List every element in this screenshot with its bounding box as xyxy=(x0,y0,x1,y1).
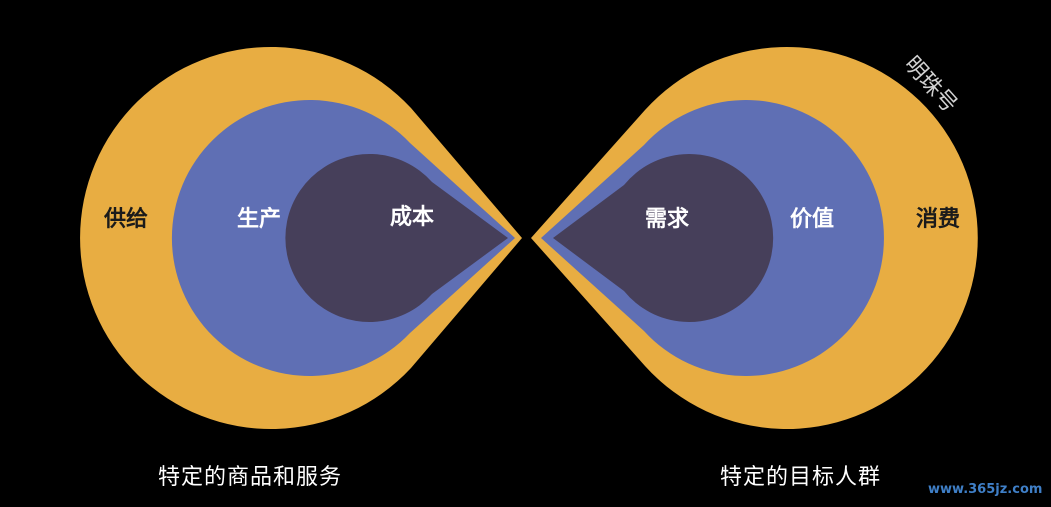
right-inner-demand-shape xyxy=(553,154,774,323)
caption-target-audience: 特定的目标人群 xyxy=(720,465,882,490)
left-inner-cost-shape xyxy=(285,154,508,322)
label-value: 价值 xyxy=(790,206,834,232)
right-teardrop-group: 需求 价值 消费 xyxy=(531,47,978,430)
left-teardrop-group: 供给 生产 成本 xyxy=(80,46,522,430)
label-production: 生产 xyxy=(237,207,281,232)
label-supply: 供给 xyxy=(103,206,148,232)
label-cost: 成本 xyxy=(390,205,434,230)
label-demand: 需求 xyxy=(645,207,689,232)
label-consumption: 消费 xyxy=(916,207,960,232)
site-watermark: www.365jz.com xyxy=(928,482,1043,497)
caption-goods-and-services: 特定的商品和服务 xyxy=(158,465,343,490)
